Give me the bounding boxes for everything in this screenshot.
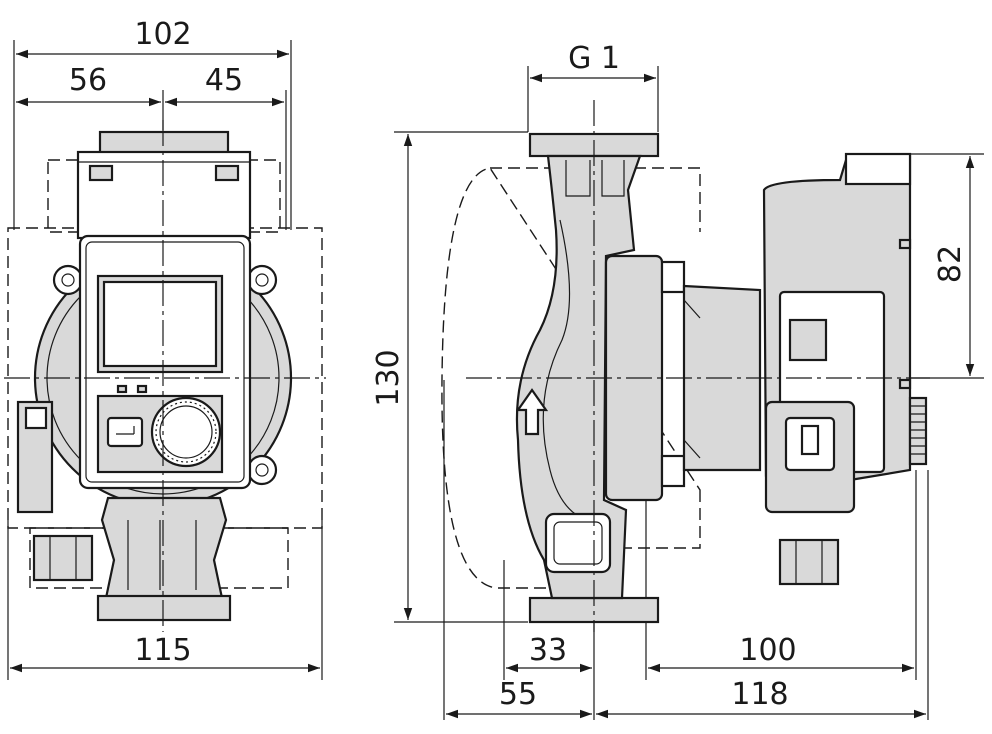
top-flange (98, 130, 230, 156)
flange-bolt-bottom (660, 454, 686, 488)
dim-text-102: 102 (134, 17, 191, 52)
mode-button-icon (106, 416, 144, 448)
pump-body (100, 496, 228, 600)
bottom-flange (96, 594, 232, 622)
junction-box (76, 150, 252, 240)
dim-text-115: 115 (134, 633, 191, 668)
dim-text-100: 100 (739, 633, 796, 668)
pump-window (544, 512, 612, 574)
knob-icon (150, 396, 222, 468)
led-indicator (116, 384, 128, 394)
flange-bolt-top (660, 260, 686, 294)
side-cable-gland (778, 538, 840, 586)
dim-text-g1: G 1 (568, 41, 620, 76)
dim-text-56: 56 (69, 63, 107, 98)
dim-text-118: 118 (731, 677, 788, 712)
led-indicator (136, 384, 148, 394)
dim-text-82: 82 (933, 245, 968, 283)
up-arrow-icon (515, 388, 549, 436)
dim-text-33: 33 (529, 633, 567, 668)
side-view: G 1 130 82 33 100 55 118 (371, 41, 984, 720)
dim-text-130: 130 (371, 349, 406, 406)
dim-text-45: 45 (205, 63, 243, 98)
front-view: 102 56 45 115 (4, 17, 326, 680)
dim-text-55: 55 (499, 677, 537, 712)
cable-gland (32, 534, 94, 582)
